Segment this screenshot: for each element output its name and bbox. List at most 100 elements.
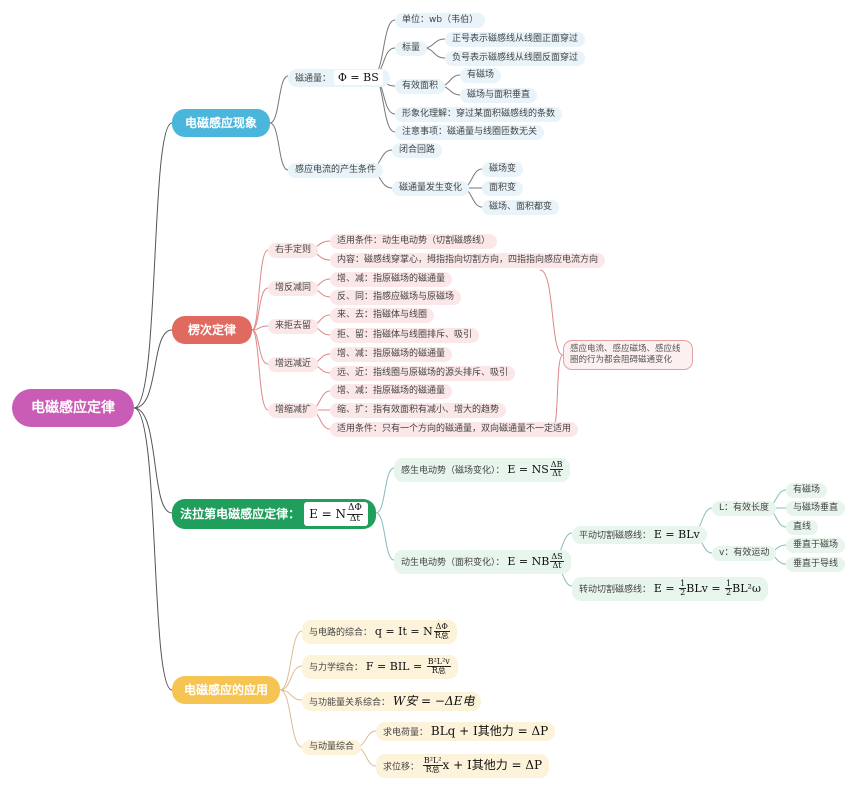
induced-den: Δt xyxy=(552,469,562,479)
g3-b[interactable]: 远、近：指线圈与原磁场的源头排斥、吸引 xyxy=(330,366,516,381)
area-perpendicular[interactable]: 磁场与面积垂直 xyxy=(460,88,538,103)
motional-label: 动生电动势（面积变化）： xyxy=(401,557,505,568)
mech-lhs: F = BIL = xyxy=(365,659,426,673)
charge-label: 求电荷量： xyxy=(383,728,429,738)
change-both[interactable]: 磁场、面积都变 xyxy=(482,200,560,215)
increase-oppose[interactable]: 增反减同 xyxy=(268,281,319,296)
faraday-title: 法拉第电磁感应定律： xyxy=(180,507,301,521)
mech-label: 与力学综合： xyxy=(309,662,364,673)
branch-lenz-law[interactable]: 楞次定律 xyxy=(172,316,252,344)
effective-motion[interactable]: v：有效运动 xyxy=(712,546,777,561)
increase-shrink[interactable]: 增缩减扩 xyxy=(268,403,319,418)
g2-b[interactable]: 拒、留：指磁体与线圈排斥、吸引 xyxy=(330,328,480,343)
rotate-label: 转动切割磁感线： xyxy=(579,584,652,595)
rot-den2: 2 xyxy=(726,588,732,598)
g4-b[interactable]: 缩、扩：指有效面积有减小、增大的趋势 xyxy=(330,403,507,418)
translate-formula: E = BLv xyxy=(653,528,700,541)
rot-num2: 1 xyxy=(725,579,733,590)
lenz-summary-note[interactable]: 感应电流、感应磁场、感应线圈的行为都会阻碍磁通变化 xyxy=(563,340,693,370)
induced-num: ΔB xyxy=(549,460,564,471)
energy-label: 与功能量关系综合： xyxy=(309,698,391,708)
faraday-lhs: E = N xyxy=(309,507,347,521)
flux-node[interactable]: 磁通量： Φ = BS xyxy=(288,69,390,87)
current-condition[interactable]: 感应电流的产生条件 xyxy=(288,163,384,178)
g2-a[interactable]: 来、去：指磁体与线圈 xyxy=(330,308,435,323)
faraday-num: ΔΦ xyxy=(347,503,363,515)
scalar-negative[interactable]: 负号表示磁感线从线圈反面穿过 xyxy=(445,51,586,66)
disp-tail: x + I其他力 = ΔP xyxy=(442,758,543,773)
flux-formula: Φ = BS xyxy=(333,70,383,85)
rh-content[interactable]: 内容：磁感线穿掌心，拇指指向切割方向，四指指向感应电流方向 xyxy=(330,253,606,268)
flux-unit[interactable]: 单位：wb（韦伯） xyxy=(395,13,486,28)
closed-circuit[interactable]: 闭合回路 xyxy=(392,143,443,158)
motion-perp-wire[interactable]: 垂直于导线 xyxy=(786,557,846,572)
mech-den: R总 xyxy=(431,666,446,676)
circuit-num: ΔΦ xyxy=(433,622,450,633)
rot-mid: BLv = xyxy=(686,581,725,595)
flux-change[interactable]: 磁通量发生变化 xyxy=(392,181,470,196)
faraday-den: Δt xyxy=(349,513,361,524)
momentum-combo[interactable]: 与动量综合 xyxy=(302,740,362,755)
branch-em-induction-phenomenon[interactable]: 电磁感应现象 xyxy=(172,109,270,137)
translational-cutting[interactable]: 平动切割磁感线： E = BLv xyxy=(572,526,707,544)
charge-formula: BLq + I其他力 = ΔP xyxy=(430,724,549,738)
root-topic[interactable]: 电磁感应定律 xyxy=(12,389,134,427)
induced-lhs: E = NS xyxy=(507,462,549,476)
translate-label: 平动切割磁感线： xyxy=(579,531,652,541)
mech-num: B²L²v xyxy=(426,657,451,668)
find-charge[interactable]: 求电荷量： BLq + I其他力 = ΔP xyxy=(376,722,556,741)
change-field[interactable]: 磁场变 xyxy=(482,162,524,177)
rot-den1: 2 xyxy=(680,588,686,598)
induced-label: 感生电动势（磁场变化）： xyxy=(401,465,505,476)
flux-image[interactable]: 形象化理解：穿过某面积磁感线的条数 xyxy=(395,107,563,122)
circuit-label: 与电路的综合： xyxy=(309,627,373,638)
rot-tail: BL²ω xyxy=(732,581,761,595)
flux-scalar[interactable]: 标量 xyxy=(395,41,428,56)
length-perpendicular[interactable]: 与磁场垂直 xyxy=(786,501,846,516)
rot-lhs: E = xyxy=(653,581,679,595)
g1-a[interactable]: 增、减：指原磁场的磁通量 xyxy=(330,272,453,287)
right-hand-rule[interactable]: 右手定则 xyxy=(268,243,319,258)
g3-a[interactable]: 增、减：指原磁场的磁通量 xyxy=(330,347,453,362)
motion-perp-field[interactable]: 垂直于磁场 xyxy=(786,538,846,553)
increase-far[interactable]: 增远减近 xyxy=(268,357,319,372)
change-area[interactable]: 面积变 xyxy=(482,181,524,196)
energy-combo[interactable]: 与功能量关系综合： W安 = −ΔE电 xyxy=(302,692,482,711)
g4-c[interactable]: 适用条件：只有一个方向的磁通量，双向磁通量不一定适用 xyxy=(330,422,579,437)
come-reject[interactable]: 来拒去留 xyxy=(268,319,319,334)
motional-lhs: E = NB xyxy=(507,554,550,568)
rot-num1: 1 xyxy=(679,579,687,590)
g1-b[interactable]: 反、同：指感应磁场与原磁场 xyxy=(330,290,462,305)
scalar-positive[interactable]: 正号表示磁感线从线圈正面穿过 xyxy=(445,32,586,47)
disp-den: R总 xyxy=(425,765,440,775)
disp-label: 求位移： xyxy=(383,762,420,773)
effective-length[interactable]: L：有效长度 xyxy=(712,501,777,516)
circuit-den: R总 xyxy=(434,631,449,641)
length-has-field[interactable]: 有磁场 xyxy=(786,483,828,498)
rh-condition[interactable]: 适用条件：动生电动势（切割磁感线） xyxy=(330,234,498,249)
branch-applications[interactable]: 电磁感应的应用 xyxy=(172,676,280,704)
disp-num: B²L² xyxy=(422,756,443,767)
effective-area[interactable]: 有效面积 xyxy=(395,79,446,94)
circuit-lhs: q = It = N xyxy=(374,624,433,638)
flux-notice[interactable]: 注意事项：磁通量与线圈匝数无关 xyxy=(395,125,545,140)
length-straight[interactable]: 直线 xyxy=(786,520,819,535)
motional-den: Δt xyxy=(552,561,562,571)
energy-formula: W安 = −ΔE电 xyxy=(392,694,475,708)
area-has-field[interactable]: 有磁场 xyxy=(460,68,502,83)
g4-a[interactable]: 增、减：指原磁场的磁通量 xyxy=(330,384,453,399)
